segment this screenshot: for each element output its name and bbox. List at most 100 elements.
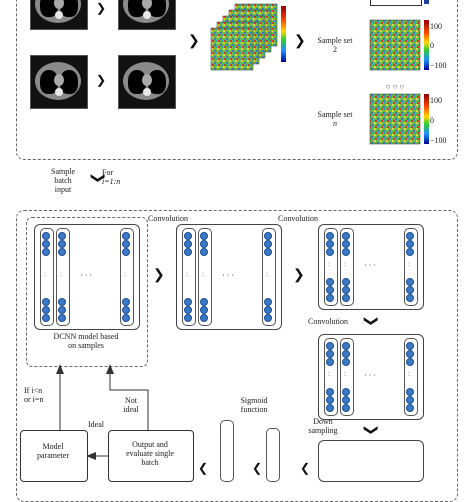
model-parameter-label: Model parameter — [37, 442, 69, 460]
arrow-right-icon: ❯ — [188, 34, 200, 49]
sample-batch-line1: Sample — [51, 167, 75, 176]
colorbar-n-tick-100: 100 — [430, 96, 442, 105]
neuron — [326, 240, 334, 248]
neuron — [342, 350, 350, 358]
down-sampling-line1: Down — [313, 417, 333, 426]
model-parameter-box — [20, 430, 88, 482]
neuron — [122, 248, 130, 256]
neuron — [406, 286, 414, 294]
neuron — [42, 232, 50, 240]
neuron — [406, 248, 414, 256]
neuron — [58, 314, 66, 322]
horizontal-ellipsis: · · · — [80, 271, 92, 280]
neuron — [406, 232, 414, 240]
if-condition-label: If i<n or i=n — [24, 386, 60, 404]
vertical-ellipsis: : — [266, 270, 268, 278]
neuron — [264, 298, 272, 306]
convolution-label-3: Convolution — [308, 317, 349, 326]
neuron — [264, 240, 272, 248]
neuron — [200, 306, 208, 314]
neuron — [184, 314, 192, 322]
ct-image-3 — [30, 55, 88, 109]
neuron — [326, 396, 334, 404]
neuron — [342, 278, 350, 286]
sample-generation-panel — [16, 0, 458, 160]
neuron — [184, 306, 192, 314]
output-evaluate-label: Output and evaluate single batch — [108, 440, 192, 467]
horizontal-ellipsis: · · · — [364, 261, 376, 270]
neuron — [122, 298, 130, 306]
neuron — [326, 232, 334, 240]
neuron — [326, 350, 334, 358]
not-ideal-line2: ideal — [123, 405, 139, 414]
neuron — [326, 286, 334, 294]
arrow-right-icon: ❯ — [153, 268, 165, 283]
arrow-right-icon: ❯ — [294, 34, 306, 49]
vertical-ellipsis: : — [124, 270, 126, 278]
sample-batch-input-label: Sample batch input — [38, 167, 88, 194]
down-sampling-label: Down sampling — [300, 417, 346, 435]
neuron — [200, 248, 208, 256]
sigmoid-line1: Sigmoid — [240, 396, 268, 405]
arrow-left-icon: ❮ — [300, 461, 311, 475]
neuron — [42, 248, 50, 256]
neuron — [184, 232, 192, 240]
neuron — [406, 388, 414, 396]
output-evaluate-box — [108, 430, 194, 482]
neuron — [264, 314, 272, 322]
colorbar-n-tick-minus-100: −100 — [430, 136, 447, 145]
horizontal-ellipsis: · · · — [364, 371, 376, 380]
vertical-ellipsis: : — [202, 270, 204, 278]
neuron — [122, 240, 130, 248]
sample-set-n-line2: n — [333, 119, 337, 128]
neuron — [42, 298, 50, 306]
neuron — [406, 404, 414, 412]
neuron — [342, 240, 350, 248]
output-eval-line2: evaluate single — [126, 449, 174, 458]
output-eval-line1: Output and — [132, 440, 168, 449]
neuron — [264, 306, 272, 314]
neuron — [58, 248, 66, 256]
output-eval-line3: batch — [141, 458, 159, 467]
neuron — [184, 298, 192, 306]
neuron — [342, 358, 350, 366]
neuron — [42, 314, 50, 322]
ct-image-2 — [118, 0, 176, 30]
horizontal-ellipsis: · · · — [222, 271, 234, 280]
neuron — [406, 342, 414, 350]
for-loop-label: For i=1:n — [102, 168, 132, 186]
sample-set-n-heatmap — [369, 93, 429, 145]
sample-stack — [210, 3, 286, 71]
ideal-label: Ideal — [88, 420, 104, 429]
sample-set-n-label: Sample set n — [310, 110, 360, 128]
vertical-ellipsis: : — [328, 370, 330, 378]
vertical-ellipsis: : — [44, 270, 46, 278]
if-line1: If i<n — [24, 386, 43, 395]
neuron — [200, 240, 208, 248]
sample-ellipsis: ○ ○ ○ — [385, 82, 405, 91]
arrow-right-icon: ❯ — [96, 73, 107, 87]
dcnn-model-box — [26, 217, 148, 367]
neuron — [342, 232, 350, 240]
arrow-left-icon: ❮ — [252, 461, 263, 475]
neuron — [406, 240, 414, 248]
colorbar-tick-100: 100 — [430, 22, 442, 31]
sample-batch-line3: input — [54, 185, 72, 194]
down-sampling-line2: sampling — [308, 426, 338, 435]
dcnn-model-line1: DCNN model based — [53, 332, 119, 341]
sigmoid-label: Sigmoid function — [234, 396, 274, 414]
neuron — [42, 306, 50, 314]
colorbar-partial — [424, 0, 429, 4]
not-ideal-label: Not ideal — [116, 396, 146, 414]
if-line2: or i=n — [24, 395, 44, 404]
neuron — [326, 388, 334, 396]
neuron — [342, 286, 350, 294]
neuron — [58, 306, 66, 314]
convolution-label-1: Convolution — [148, 214, 189, 223]
neuron — [122, 314, 130, 322]
chevron-down-icon: ❯ — [362, 315, 378, 327]
vertical-ellipsis: : — [186, 270, 188, 278]
not-ideal-line1: Not — [125, 396, 137, 405]
neuron — [406, 278, 414, 286]
neuron — [42, 240, 50, 248]
